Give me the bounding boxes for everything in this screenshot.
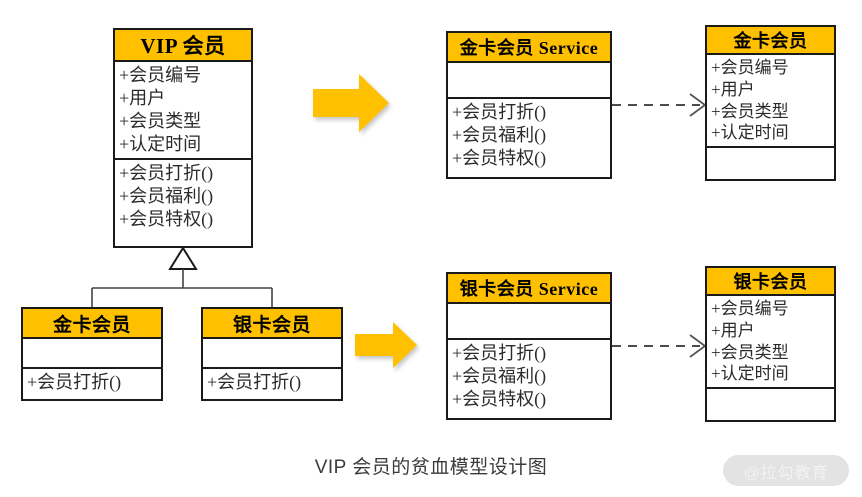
method-row: +会员特权() (119, 209, 214, 230)
class-box-silver-member-service[interactable]: 银卡会员 Service +会员打折() +会员福利() +会员特权() (446, 272, 612, 420)
attribute-row: +会员编号 (119, 65, 202, 85)
attribute-row: +会员类型 (711, 101, 789, 121)
attribute-row: +认定时间 (711, 364, 789, 384)
class-methods-silver-member-sub: +会员打折() (203, 367, 341, 399)
method-row: +会员打折() (27, 372, 122, 392)
watermark-badge: @拉勾教育 (723, 455, 849, 486)
attribute-row: +用户 (711, 79, 755, 99)
method-row: +会员福利() (119, 186, 214, 207)
class-methods-silver-member-entity (707, 387, 834, 420)
attribute-row: +用户 (119, 88, 166, 109)
attribute-row: +用户 (711, 320, 755, 340)
attribute-row: +会员类型 (119, 111, 202, 132)
diagram-caption: VIP 会员的贫血模型设计图 (314, 457, 548, 478)
attribute-row: +会员编号 (711, 58, 789, 77)
class-title-silver-member-entity: 银卡会员 (707, 268, 834, 296)
method-row: +会员打折() (452, 343, 547, 363)
method-row: +会员福利() (452, 125, 547, 146)
class-box-vip-member[interactable]: VIP 会员 +会员编号 +用户 +会员类型 +认定时间 +会员打折() +会员… (113, 28, 253, 248)
class-methods-vip-member: +会员打折() +会员福利() +会员特权() (115, 158, 251, 246)
class-attributes-gold-member-service (448, 63, 610, 97)
class-attributes-silver-member-service (448, 304, 610, 338)
method-row: +会员打折() (119, 163, 214, 184)
class-box-silver-member-sub[interactable]: 银卡会员 +会员打折() (201, 307, 343, 401)
class-methods-gold-member-service: +会员打折() +会员福利() +会员特权() (448, 97, 610, 177)
generalization-connector (91, 246, 273, 307)
class-box-gold-member-sub[interactable]: 金卡会员 +会员打折() (21, 307, 163, 401)
class-attributes-vip-member: +会员编号 +用户 +会员类型 +认定时间 (115, 62, 251, 158)
attribute-row: +认定时间 (711, 123, 789, 143)
attribute-row: +会员编号 (711, 299, 789, 318)
attribute-row: +认定时间 (119, 134, 202, 155)
method-row: +会员打折() (207, 372, 302, 392)
dependency-connector-gold (612, 93, 707, 117)
class-title-gold-member-sub: 金卡会员 (23, 309, 161, 339)
class-title-vip-member: VIP 会员 (115, 30, 251, 62)
class-box-gold-member-entity[interactable]: 金卡会员 +会员编号 +用户 +会员类型 +认定时间 (705, 25, 836, 181)
transform-arrow-top (313, 74, 389, 132)
class-box-silver-member-entity[interactable]: 银卡会员 +会员编号 +用户 +会员类型 +认定时间 (705, 266, 836, 422)
class-attributes-silver-member-entity: +会员编号 +用户 +会员类型 +认定时间 (707, 296, 834, 387)
class-attributes-gold-member-sub (23, 339, 161, 367)
class-title-silver-member-service: 银卡会员 Service (448, 274, 610, 304)
class-box-gold-member-service[interactable]: 金卡会员 Service +会员打折() +会员福利() +会员特权() (446, 31, 612, 179)
class-attributes-silver-member-sub (203, 339, 341, 367)
method-row: +会员特权() (452, 148, 547, 169)
class-title-silver-member-sub: 银卡会员 (203, 309, 341, 339)
class-attributes-gold-member-entity: +会员编号 +用户 +会员类型 +认定时间 (707, 55, 834, 146)
class-methods-gold-member-sub: +会员打折() (23, 367, 161, 399)
method-row: +会员福利() (452, 366, 547, 387)
dependency-connector-silver (612, 334, 707, 358)
class-title-gold-member-entity: 金卡会员 (707, 27, 834, 55)
class-methods-gold-member-entity (707, 146, 834, 179)
attribute-row: +会员类型 (711, 342, 789, 362)
method-row: +会员特权() (452, 389, 547, 410)
class-methods-silver-member-service: +会员打折() +会员福利() +会员特权() (448, 338, 610, 418)
class-title-gold-member-service: 金卡会员 Service (448, 33, 610, 63)
method-row: +会员打折() (452, 102, 547, 122)
transform-arrow-bottom (355, 322, 417, 368)
